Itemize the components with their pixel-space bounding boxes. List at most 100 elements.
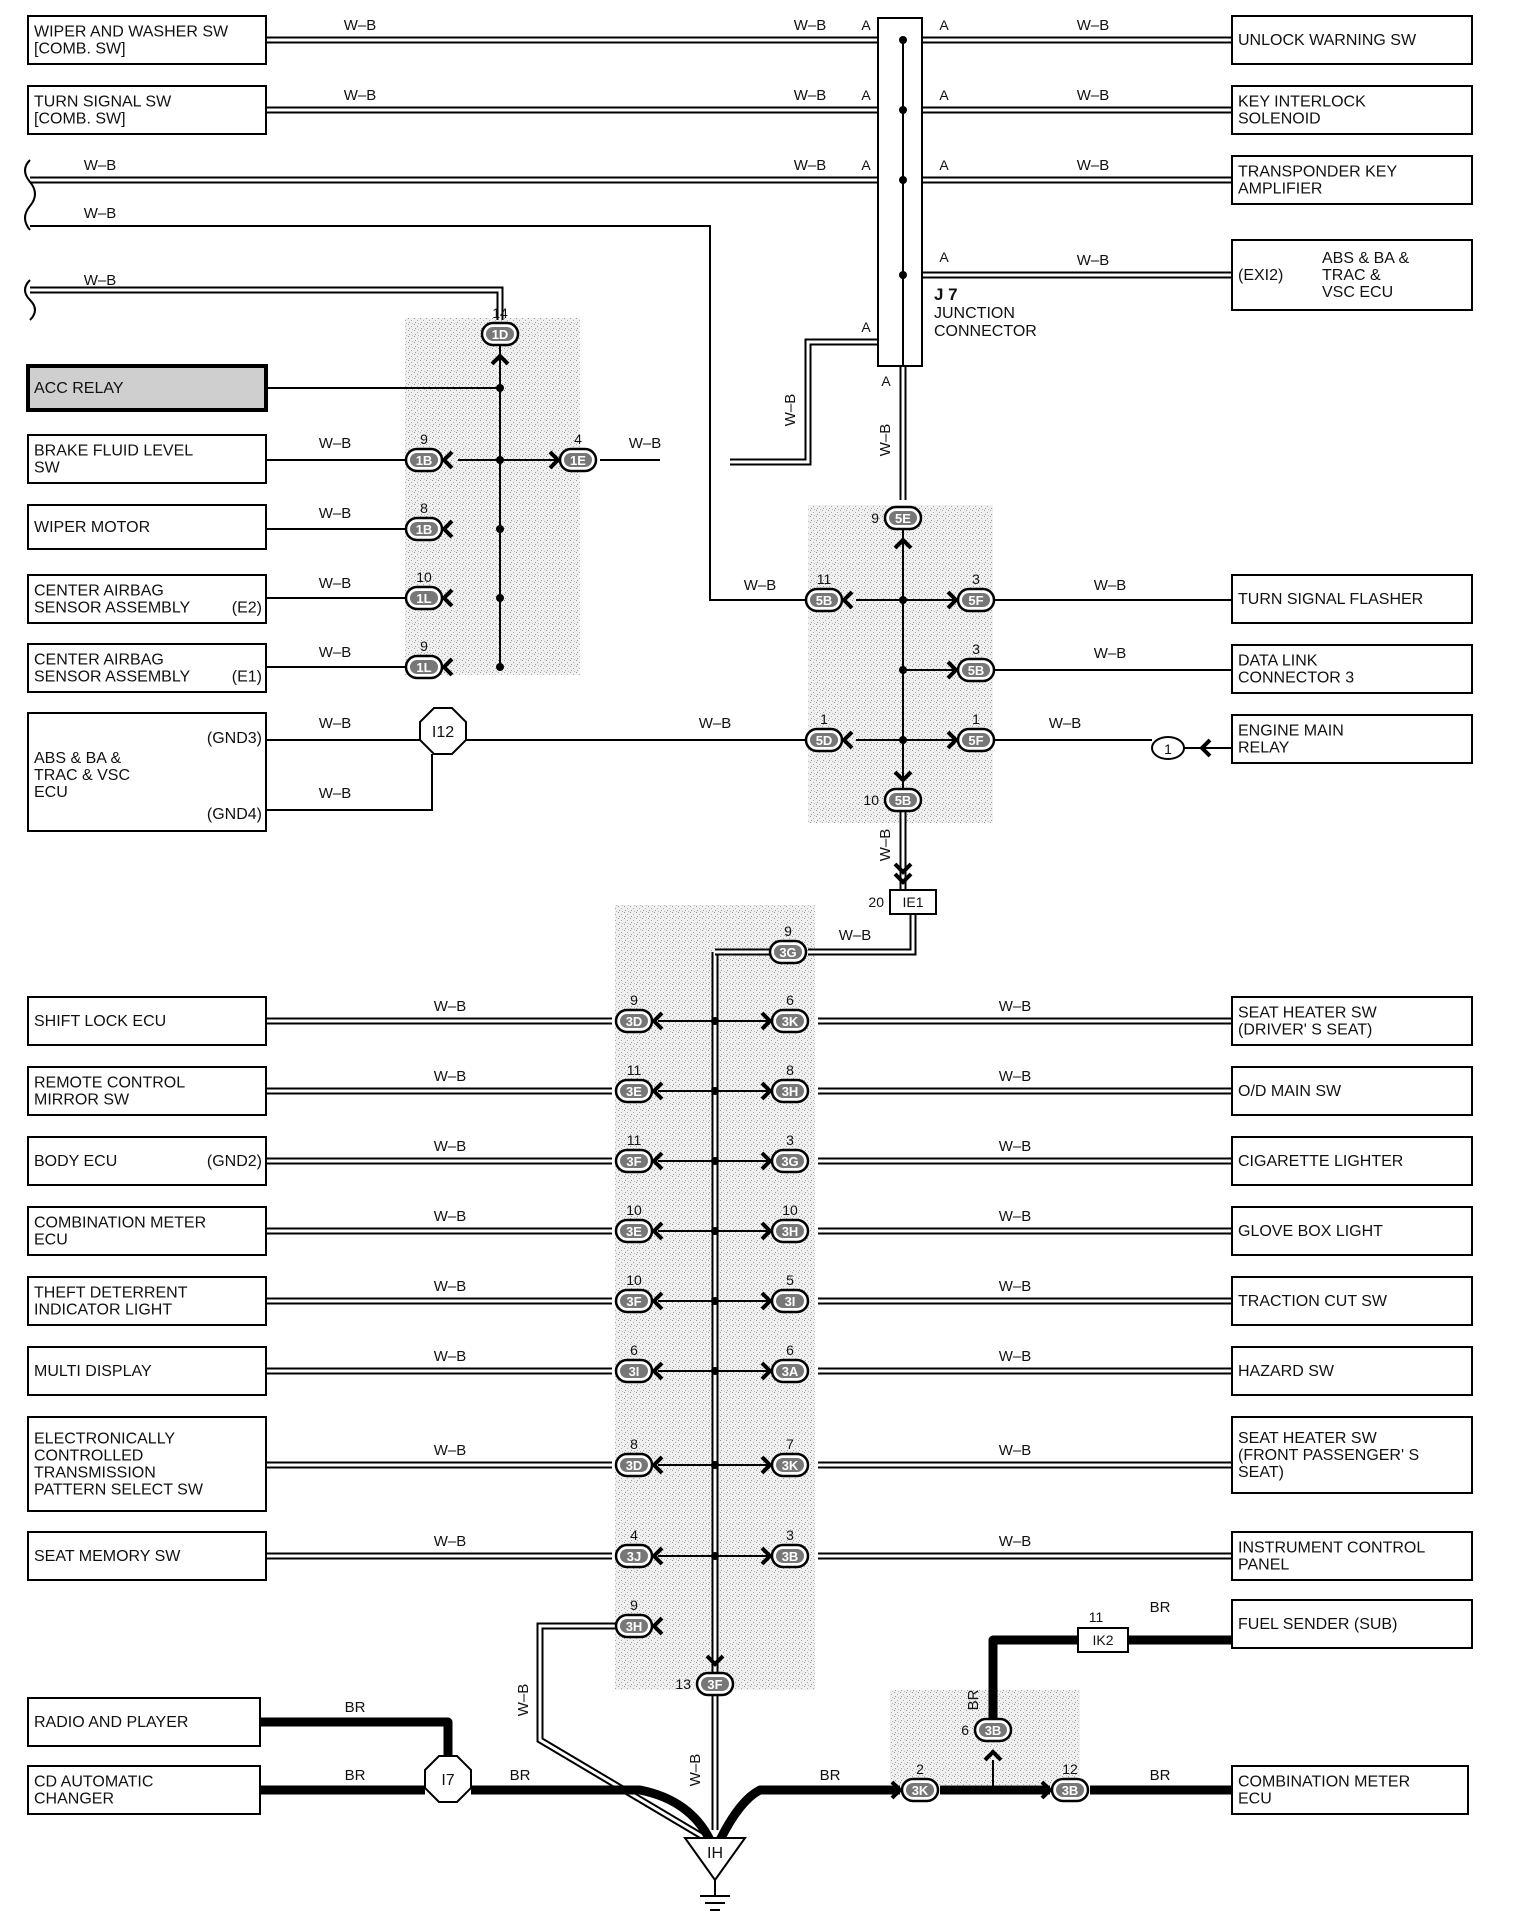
pin-badge-text: 1L <box>416 660 431 675</box>
pin-number: 14 <box>492 305 508 321</box>
connector-arrow <box>760 1546 773 1566</box>
continuation-bracket-1 <box>24 159 36 231</box>
connector-1: 1 <box>1151 736 1185 760</box>
pin-badge-text: 1B <box>416 453 433 468</box>
component-box <box>27 15 267 65</box>
junction-connector-j7 <box>877 17 923 367</box>
pin-badge-text: 3E <box>626 1224 642 1239</box>
svg-text:IK2: IK2 <box>1092 1632 1113 1648</box>
component-box <box>1231 1599 1473 1649</box>
ground-ih: IH <box>683 1837 747 1911</box>
component-box <box>1231 574 1473 624</box>
connector-arrow <box>893 872 913 885</box>
component-label-line: COMBINATION METER <box>1238 1774 1410 1791</box>
pin-number: 10 <box>626 1272 642 1288</box>
component-label-line: PANEL <box>1238 1557 1289 1574</box>
splice-dot <box>899 106 907 114</box>
connector-arrow <box>890 1780 903 1800</box>
pin-badge-text: 3H <box>782 1084 799 1099</box>
component-boxes: WIPER AND WASHER SW[COMB. SW]TURN SIGNAL… <box>26 15 1473 1815</box>
pin-badge-text: 3B <box>782 1549 799 1564</box>
pin-badge-fill <box>776 1458 804 1472</box>
wire-color-label-vertical: W–B <box>877 829 894 862</box>
connector-arrows <box>441 353 1212 1800</box>
component-seat-heater-sw-driver-s-seat-: SEAT HEATER SW(DRIVER' S SEAT) <box>1231 996 1473 1046</box>
pin-badge-fill <box>620 1619 648 1633</box>
pin-badge-text: 5F <box>968 733 983 748</box>
component-box <box>1231 644 1473 694</box>
svg-text:I7: I7 <box>441 1772 454 1789</box>
wire-color-label: W–B <box>744 577 777 594</box>
component-label-line: CHANGER <box>34 1791 114 1808</box>
connector-arrow <box>548 450 561 470</box>
pin-badge-fill <box>410 453 438 467</box>
wire-color-label: W–B <box>629 435 662 452</box>
connector-arrow <box>651 1011 664 1031</box>
component-label-line: CONTROLLED <box>34 1448 143 1465</box>
component-box <box>1231 1346 1473 1396</box>
svg-text:1: 1 <box>1164 741 1172 757</box>
connector-arrow <box>441 519 454 539</box>
component-label-line: BODY ECU <box>34 1153 117 1170</box>
component-cigarette-lighter: CIGARETTE LIGHTER <box>1231 1136 1473 1186</box>
terminal-letter: A <box>861 87 871 103</box>
pin-badge-text: 3E <box>626 1084 642 1099</box>
pin-number: 11 <box>627 1062 642 1078</box>
pin-badge-text: 5B <box>895 793 912 808</box>
connector-pins: 1D141B91E41B81L101L95E95B115F35B35D15F15… <box>404 305 1090 1803</box>
component-box <box>1231 85 1473 135</box>
connector-arrow <box>1040 1780 1053 1800</box>
splice-dot <box>711 1227 719 1235</box>
connector-pin-5d: 5D1 <box>804 711 844 753</box>
pin-number: 6 <box>786 992 794 1008</box>
connector-pin-1b: 1B9 <box>404 431 444 473</box>
pin-badge-text: 3D <box>626 1458 643 1473</box>
pin-badge-text: 1B <box>416 522 433 537</box>
component-pin-label: (EXI2) <box>1238 267 1283 284</box>
component-label-line: TRAC & <box>1322 267 1381 284</box>
component-label-line: [COMB. SW] <box>34 111 126 128</box>
wire-color-label: W–B <box>1077 157 1110 174</box>
pin-badge-fill <box>774 945 802 959</box>
pin-badge-fill <box>620 1084 648 1098</box>
component-unlock-warning-sw: UNLOCK WARNING SW <box>1231 15 1473 65</box>
connector-pin-5b: 5B3 <box>956 641 996 683</box>
splice-dot <box>711 1552 719 1560</box>
pin-badge-fill <box>564 453 592 467</box>
component-label-line: TRANSMISSION <box>34 1465 156 1482</box>
component-label-line: RADIO AND PLAYER <box>34 1714 188 1731</box>
wire-color-label: W–B <box>319 575 352 592</box>
component-box <box>27 1276 267 1326</box>
connector-arrow <box>760 1361 773 1381</box>
wire-color-label-vertical: W–B <box>687 1754 704 1787</box>
component-box <box>27 712 267 832</box>
pin-badge-fill <box>889 793 917 807</box>
component-label-line: MIRROR SW <box>34 1092 130 1109</box>
wire-color-label: W–B <box>344 87 377 104</box>
wire-color-label: W–B <box>999 1068 1032 1085</box>
component-label-line: ACC RELAY <box>34 380 124 397</box>
component-box <box>27 85 267 135</box>
wire-color-label: BR <box>1150 1767 1171 1784</box>
pin-badge-fill <box>620 1154 648 1168</box>
pin-badge-text: 3J <box>627 1549 641 1564</box>
pin-number: 2 <box>916 1761 924 1777</box>
pin-badge-text: 1L <box>416 591 431 606</box>
component-label-line: ECU <box>34 1232 68 1249</box>
pin-badge-text: 5B <box>816 593 833 608</box>
wire-color-label: W–B <box>434 1138 467 1155</box>
component-label-line: REMOTE CONTROL <box>34 1075 185 1092</box>
connector-pin-3d: 3D8 <box>614 1436 654 1478</box>
component-pin-label: (GND4) <box>207 806 262 823</box>
connector-arrow <box>1199 738 1212 758</box>
connector-arrow <box>441 657 454 677</box>
wire-color-label: W–B <box>999 1208 1032 1225</box>
splice-dot <box>711 1297 719 1305</box>
